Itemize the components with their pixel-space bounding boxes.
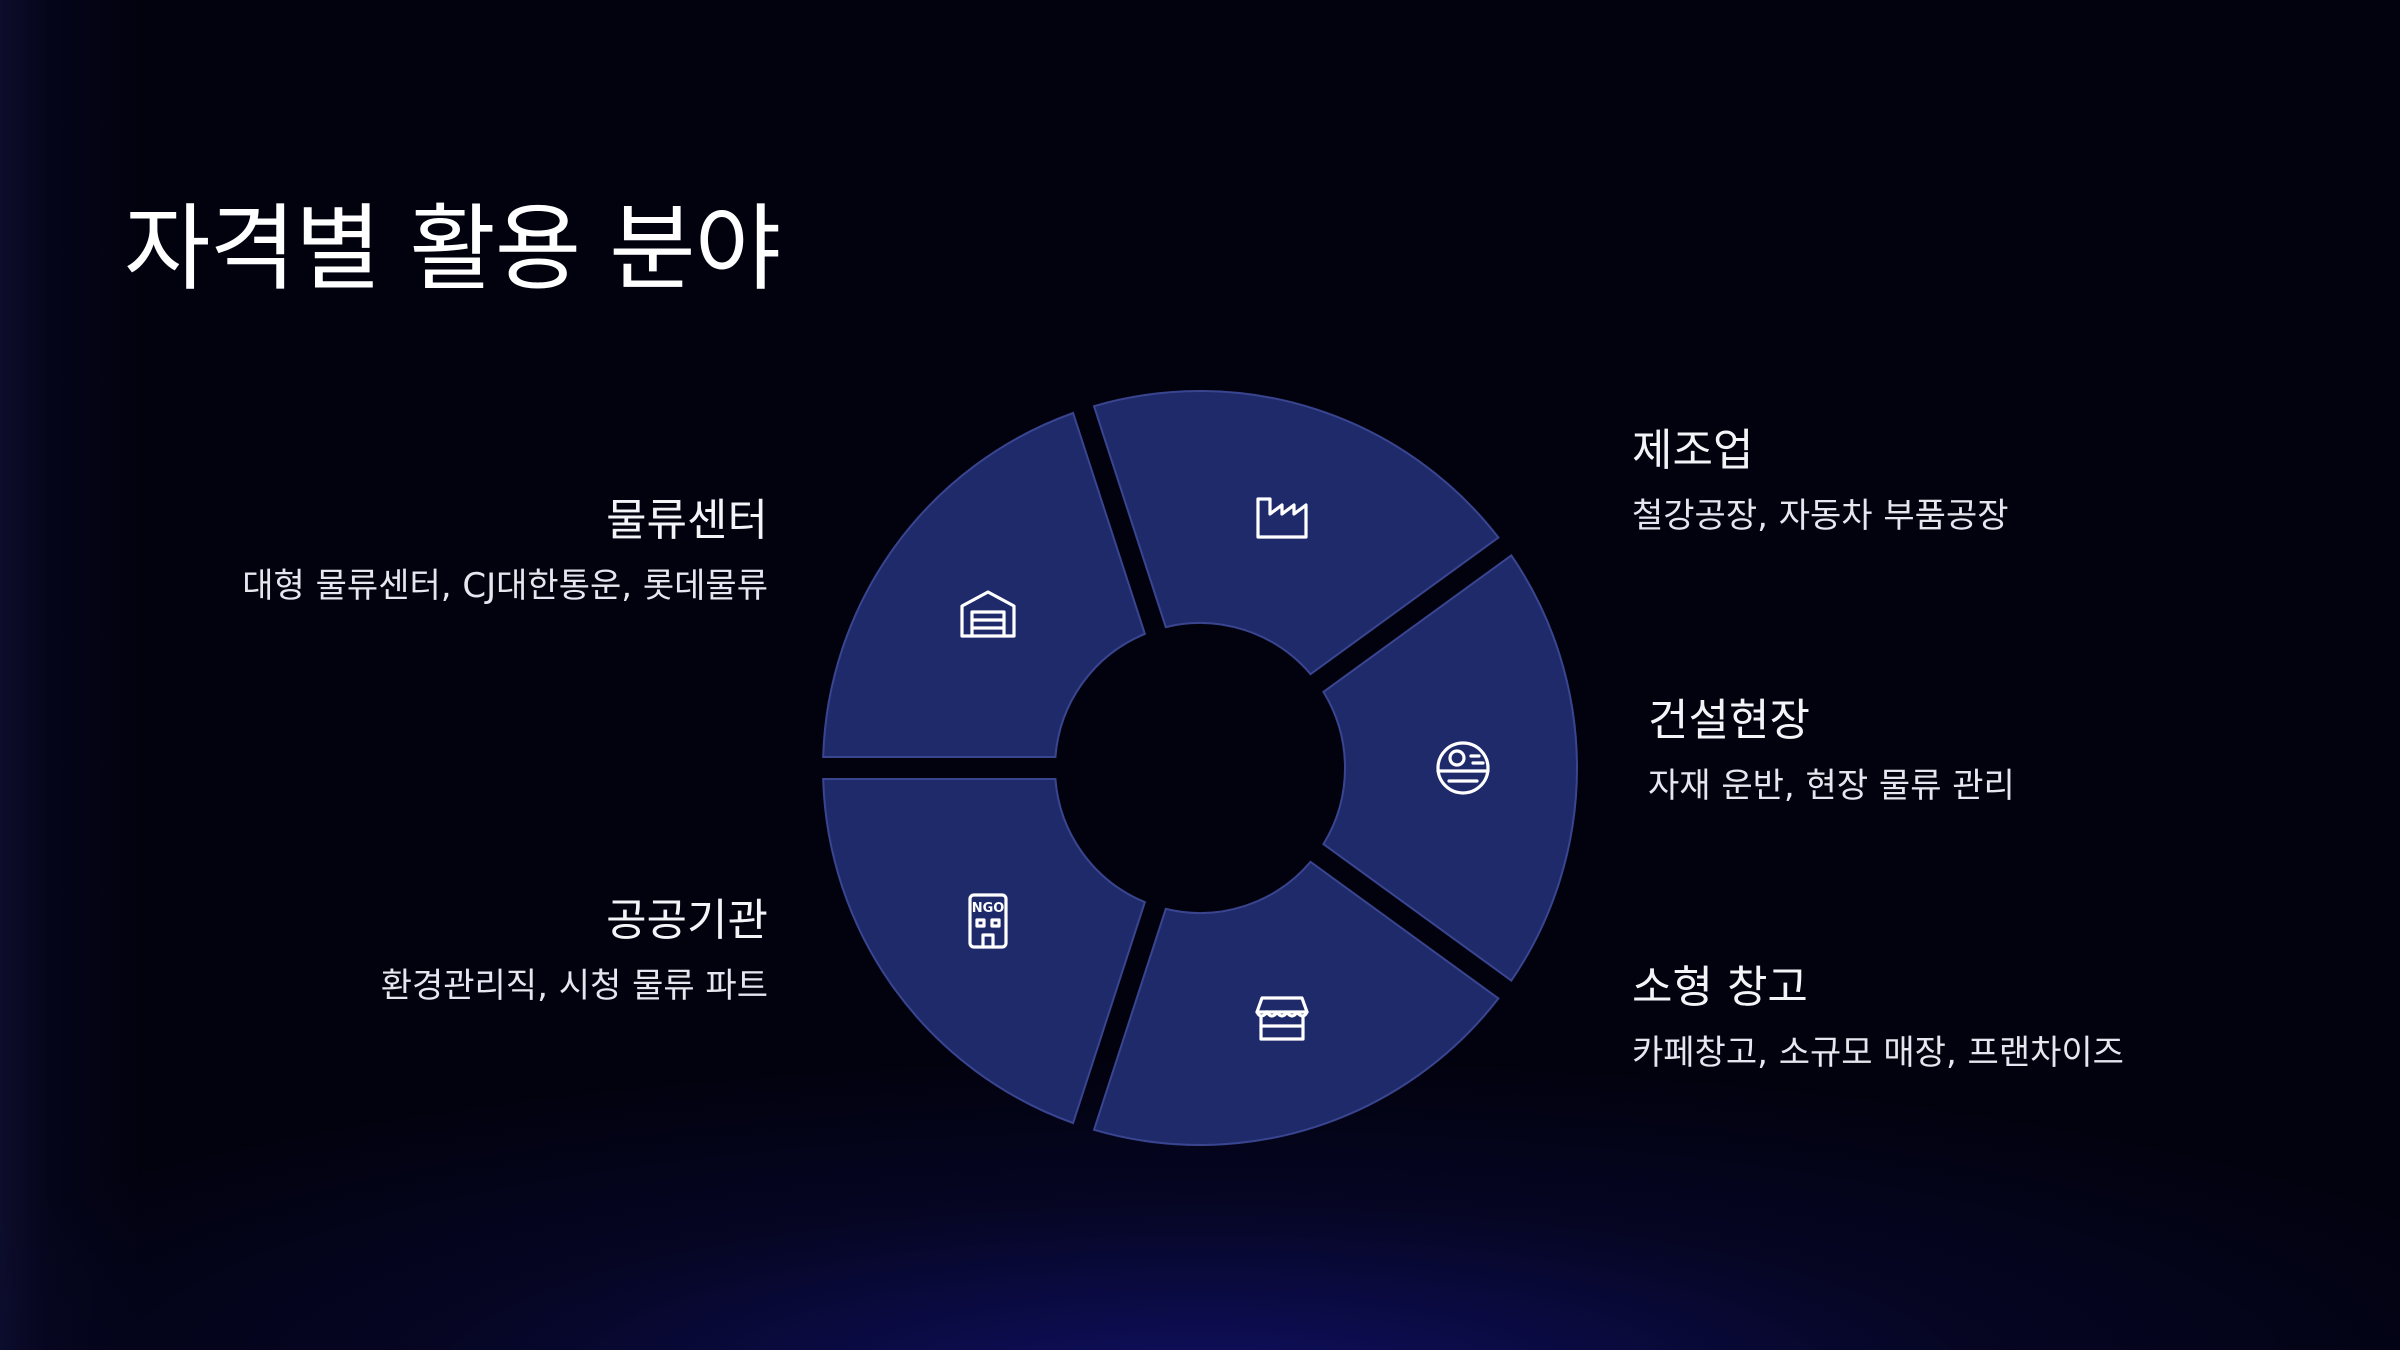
detail-construction: 자재 운반, 현장 물류 관리: [1648, 765, 2015, 806]
label-manufacturing: 제조업 철강공장, 자동차 부품공장: [1632, 425, 2009, 537]
warehouse-icon: [960, 590, 1016, 638]
heading-small-warehouse: 소형 창고: [1632, 962, 1808, 1013]
ngo-building-icon: NGO: [968, 893, 1008, 949]
detail-logistics-center: 대형 물류센터, CJ대한통운, 롯데물류: [242, 565, 768, 606]
heading-construction: 건설현장: [1648, 695, 1810, 746]
death-star-icon: [1436, 741, 1490, 795]
detail-manufacturing: 철강공장, 자동차 부품공장: [1632, 495, 2009, 536]
segment-public-institution: [822, 777, 1147, 1125]
page-title: 자격별 활용 분야: [124, 195, 781, 304]
detail-small-warehouse: 카페창고, 소규모 매장, 프랜차이즈: [1632, 1032, 2124, 1073]
label-construction: 건설현장 자재 운반, 현장 물류 관리: [1648, 695, 2015, 807]
label-public-institution: 공공기관 환경관리직, 시청 물류 파트: [381, 895, 768, 1007]
heading-public-institution: 공공기관: [606, 895, 768, 946]
segment-small-warehouse: [1092, 860, 1500, 1146]
heading-manufacturing: 제조업: [1632, 425, 1754, 476]
svg-text:NGO: NGO: [972, 901, 1005, 916]
heading-logistics-center: 물류센터: [606, 495, 768, 546]
segment-construction: [1322, 553, 1578, 983]
label-logistics-center: 물류센터 대형 물류센터, CJ대한통운, 롯데물류: [242, 495, 768, 607]
factory-icon: [1256, 497, 1308, 539]
label-small-warehouse: 소형 창고 카페창고, 소규모 매장, 프랜차이즈: [1632, 962, 2124, 1074]
detail-public-institution: 환경관리직, 시청 물류 파트: [380, 965, 768, 1006]
store-icon: [1255, 996, 1309, 1041]
segment-manufacturing: [1092, 390, 1500, 676]
segment-logistics-center: [822, 411, 1147, 759]
